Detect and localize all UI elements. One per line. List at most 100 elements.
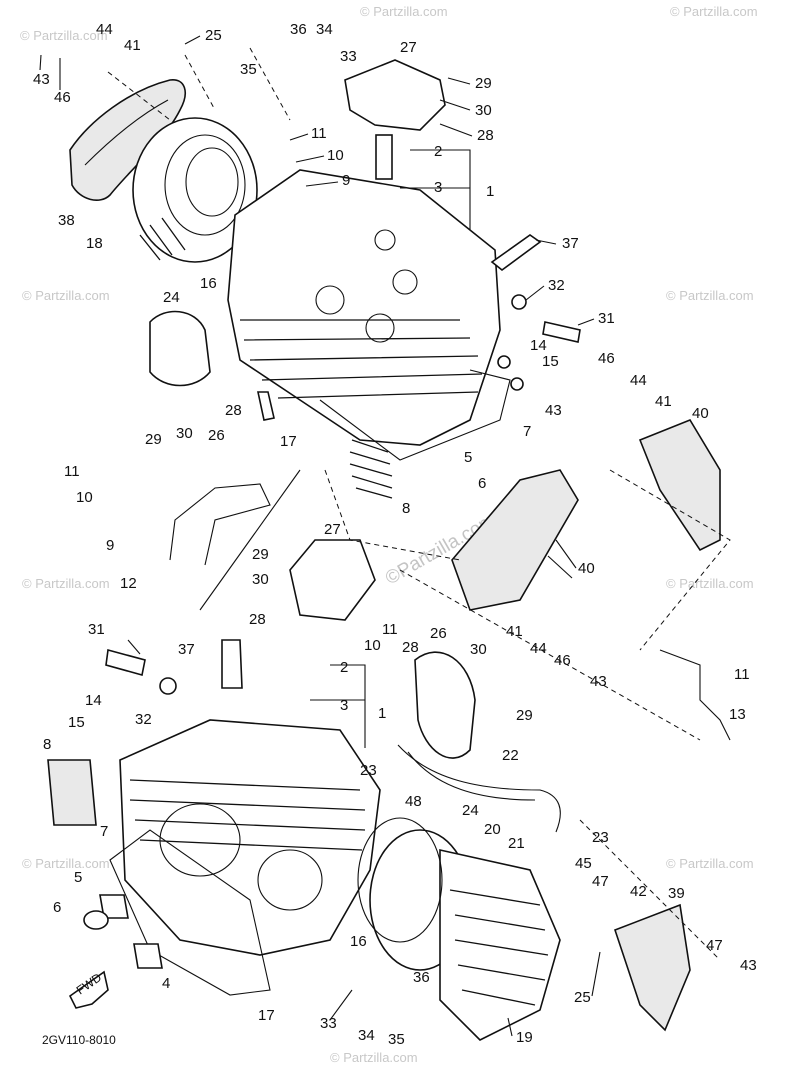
callout-28: 28 [477,127,494,144]
callout-13: 13 [729,706,746,723]
callout-10: 10 [327,147,344,164]
side-cover-40 [638,419,721,552]
callout-38: 38 [58,212,75,229]
callout-16: 16 [350,933,367,950]
watermark-text: © Partzilla.com [666,288,754,303]
side-cover-38 [69,79,186,201]
upper-cylinder-head-assembly [69,47,731,741]
watermark-text: © Partzilla.com [330,1050,418,1065]
callout-30: 30 [475,102,492,119]
callout-37: 37 [562,235,579,252]
callout-43: 43 [545,402,562,419]
callout-12: 12 [120,575,137,592]
bushing-5 [99,894,129,919]
callout-47: 47 [706,937,723,954]
callout-28: 28 [225,402,242,419]
callout-23: 23 [360,762,377,779]
callout-41: 41 [655,393,672,410]
callout-24: 24 [462,802,479,819]
watermark-text: © Partzilla.com [666,856,754,871]
callout-43: 43 [590,673,607,690]
callout-10: 10 [364,637,381,654]
callout-28: 28 [402,639,419,656]
callout-44: 44 [630,372,647,389]
side-cover-39 [613,903,691,1032]
head-gasket-7 [319,369,511,461]
callout-4: 4 [162,975,170,992]
callout-41: 41 [124,37,141,54]
callout-25: 25 [205,27,222,44]
watermark-text: © Partzilla.com [360,4,448,19]
callout-34: 34 [358,1027,375,1044]
cylinder-head-upper [227,169,501,446]
callout-5: 5 [464,449,472,466]
callout-37: 37 [178,641,195,658]
callout-9: 9 [106,537,114,554]
callout-25: 25 [574,989,591,1006]
callout-9: 9 [342,172,350,189]
callout-11: 11 [311,125,327,142]
leader-lines [39,35,601,1037]
callout-46: 46 [554,652,571,669]
callout-27: 27 [324,521,341,538]
callout-45: 45 [575,855,592,872]
callout-6: 6 [53,899,61,916]
valve-cover-27 [289,539,376,621]
watermark-text: © Partzilla.com [20,28,108,43]
callout-7: 7 [100,823,108,840]
callout-11: 11 [382,621,398,638]
callout-30: 30 [470,641,487,658]
bolt-31 [542,321,581,343]
callout-26: 26 [430,625,447,642]
callout-18: 18 [86,235,103,252]
watermarks: © Partzilla.com © Partzilla.com © Partzi… [20,4,758,1065]
callout-48: 48 [405,793,422,810]
callout-28: 28 [249,611,266,628]
callout-44: 44 [530,640,547,657]
callout-24: 24 [163,289,180,306]
valve-cover-26-lower [414,651,476,759]
callout-32: 32 [548,277,565,294]
bracket-12 [169,483,271,566]
callout-27: 27 [400,39,417,56]
callout-36: 36 [290,21,307,38]
spark-plug-37 [490,234,542,272]
bolt-31-lower [105,648,146,677]
callout-17: 17 [280,433,297,450]
callout-33: 33 [320,1015,337,1032]
callout-40: 40 [692,405,709,422]
callout-29: 29 [516,707,533,724]
gasket-48 [357,817,443,943]
callout-3: 3 [340,697,348,714]
callout-10: 10 [76,489,93,506]
callout-21: 21 [508,835,525,852]
callout-15: 15 [68,714,85,731]
o-ring-6 [83,910,109,930]
callout-6: 6 [478,475,486,492]
side-cover-26 [149,310,211,387]
cover-40-mid [451,469,579,611]
callout-29: 29 [475,75,492,92]
callout-35: 35 [240,61,257,78]
finned-cover-19 [439,849,561,1041]
callout-1: 1 [378,705,386,722]
callout-19: 19 [516,1029,533,1046]
callout-34: 34 [316,21,333,38]
watermark-text: © Partzilla.com [22,288,110,303]
callout-44: 44 [96,21,113,38]
callout-16: 16 [200,275,217,292]
callout-8: 8 [402,500,410,517]
callout-32: 32 [135,711,152,728]
callout-11: 11 [734,666,750,683]
callout-30: 30 [252,571,269,588]
callout-3: 3 [434,179,442,196]
breather-pipe-22 [397,744,561,833]
bushing-4 [133,943,163,969]
valve-spring-8 [349,439,393,499]
callout-31: 31 [88,621,105,638]
callout-29: 29 [252,546,269,563]
callout-22: 22 [502,747,519,764]
callout-8: 8 [43,736,51,753]
callout-2: 2 [434,143,442,160]
